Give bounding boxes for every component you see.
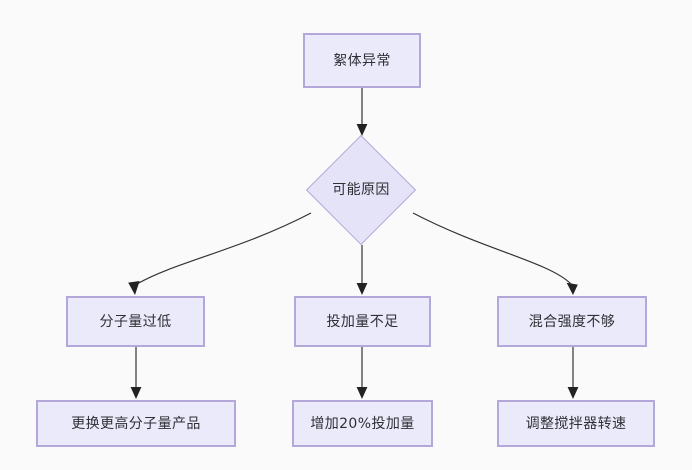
node-decision-label: 可能原因 (332, 182, 390, 198)
edge-decision-to-cause-mw (128, 212, 312, 295)
arrowhead-icon (567, 387, 579, 399)
node-action-dosage[interactable]: 增加20%投加量 (292, 400, 433, 447)
arrowhead-icon (356, 283, 368, 295)
arrowhead-icon (566, 282, 578, 295)
node-decision[interactable]: 可能原因 (305, 134, 417, 246)
edge-line (412, 212, 572, 285)
edge-cause-dosage-to-action-dosage (356, 347, 368, 399)
node-action-dosage-label: 增加20%投加量 (310, 415, 415, 432)
node-cause-dosage-label: 投加量不足 (326, 313, 399, 330)
node-cause-mixing[interactable]: 混合强度不够 (497, 296, 647, 347)
node-cause-dosage[interactable]: 投加量不足 (294, 296, 431, 347)
node-action-molecular-weight[interactable]: 更换更高分子量产品 (36, 400, 236, 447)
edge-decision-to-cause-mixing (412, 212, 578, 295)
arrowhead-icon (128, 281, 140, 295)
node-problem-label: 絮体异常 (333, 52, 391, 69)
node-action-mixing[interactable]: 调整搅拌器转速 (497, 400, 655, 447)
arrowhead-icon (130, 387, 142, 399)
edge-cause-mixing-to-action-mixing (567, 347, 579, 399)
edge-problem-to-decision (356, 88, 368, 136)
node-cause-mixing-label: 混合强度不够 (528, 313, 616, 330)
node-action-molecular-weight-label: 更换更高分子量产品 (71, 415, 201, 432)
edge-cause-mw-to-action-mw (130, 347, 142, 399)
node-cause-molecular-weight[interactable]: 分子量过低 (66, 296, 205, 347)
node-action-mixing-label: 调整搅拌器转速 (525, 415, 627, 432)
node-cause-molecular-weight-label: 分子量过低 (99, 313, 172, 330)
edge-line (136, 212, 312, 285)
edge-decision-to-cause-dosage (356, 245, 368, 295)
arrowhead-icon (356, 387, 368, 399)
node-problem[interactable]: 絮体异常 (303, 33, 421, 88)
